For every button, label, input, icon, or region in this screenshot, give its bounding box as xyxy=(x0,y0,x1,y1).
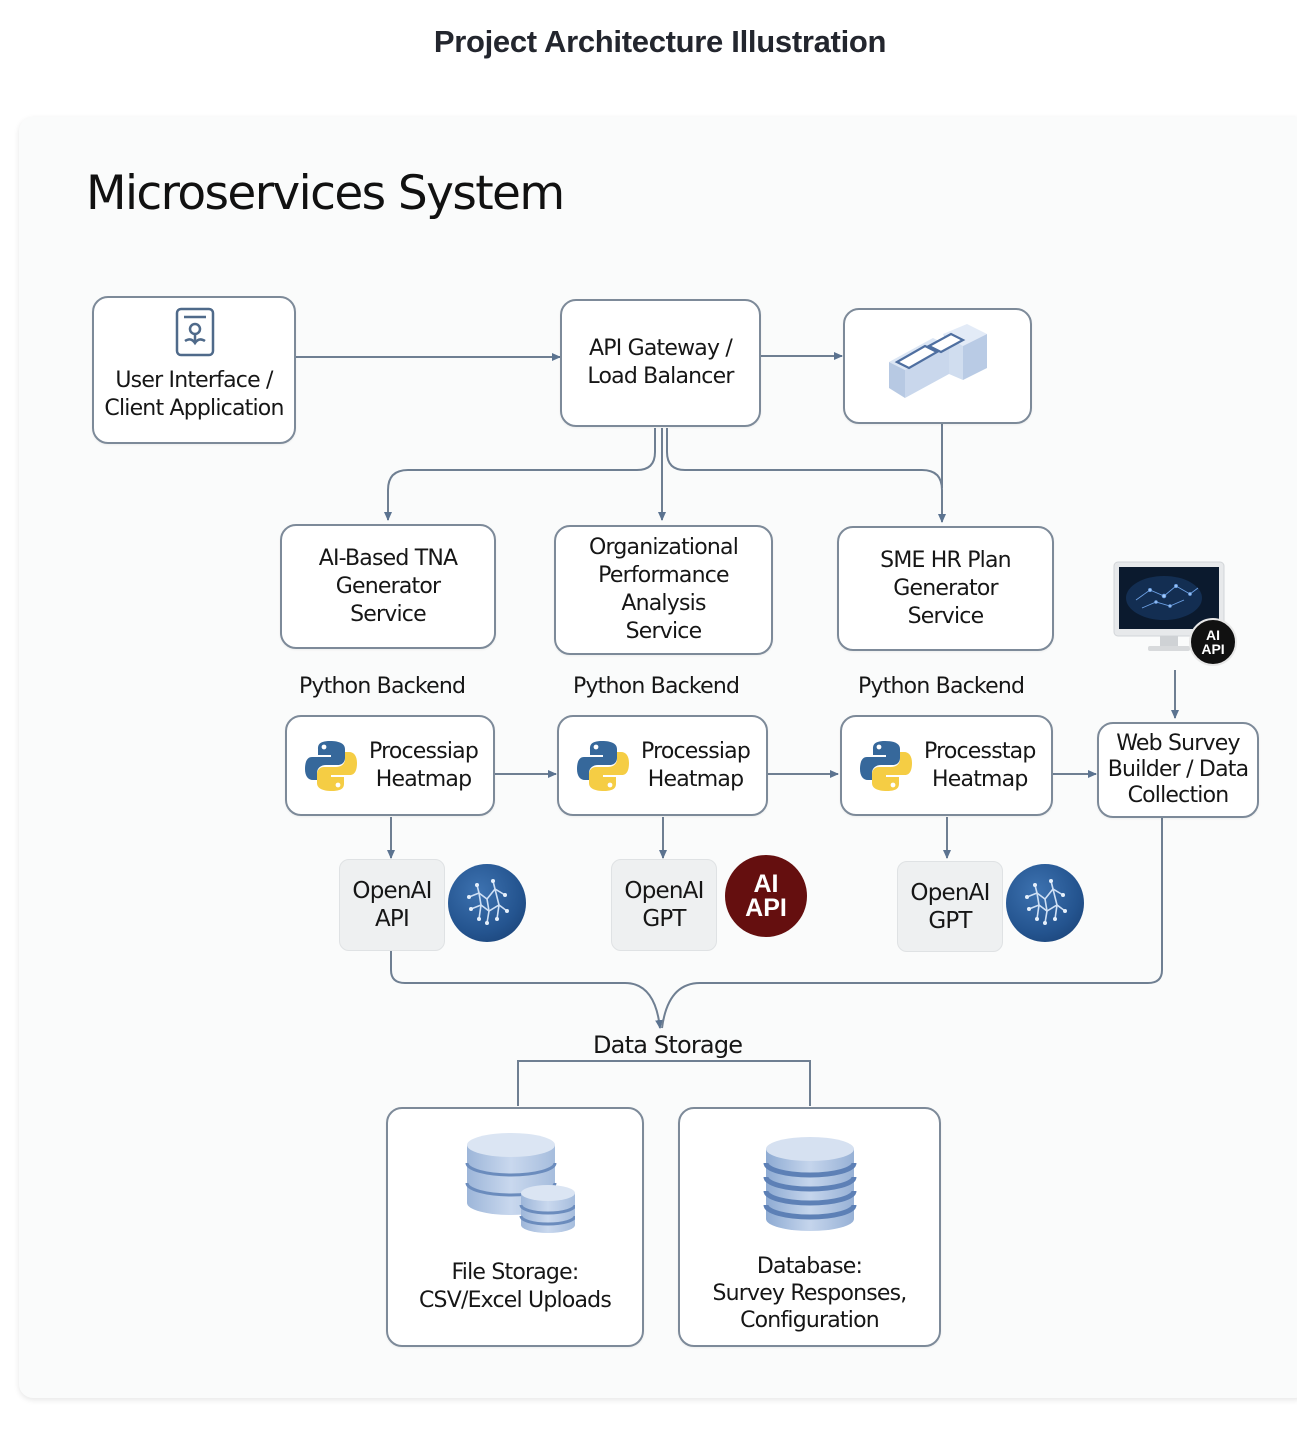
node-file-storage-label: File Storage: CSV/Excel Uploads xyxy=(418,1260,612,1313)
ai-monitor-icon xyxy=(1113,561,1225,651)
mobile-app-icon xyxy=(175,307,215,357)
node-database[interactable]: Database: Survey Responses, Configuratio… xyxy=(678,1107,941,1347)
database-icon xyxy=(763,1137,856,1231)
node-database-label: Database: Survey Responses, Configuratio… xyxy=(712,1254,907,1333)
backend-label-2: Python Backend xyxy=(573,674,740,699)
neural-network-icon xyxy=(448,864,526,942)
api-box-openai-gpt-2[interactable]: OpenAI GPT xyxy=(897,861,1003,952)
python-icon xyxy=(577,740,629,791)
ai-api-badge-maroon: AI API xyxy=(725,855,807,937)
container-blocks-icon xyxy=(888,324,987,398)
node-hr-plan-generator-service[interactable]: SME HR Plan Generator Service xyxy=(837,526,1054,651)
node-tna-generator-service[interactable]: AI-Based TNA Generator Service xyxy=(280,524,496,649)
node-processor-2[interactable]: Processiap Heatmap xyxy=(557,715,768,816)
diagram-title: Microservices System xyxy=(86,166,565,221)
node-api-gateway-label: API Gateway / Load Balancer xyxy=(587,336,734,389)
ai-monitor xyxy=(1112,560,1227,655)
node-tna-generator-service-label: AI-Based TNA Generator Service xyxy=(318,545,458,627)
node-processor-3[interactable]: Processtap Heatmap xyxy=(840,715,1053,816)
node-performance-analysis-service-label: Organizational Performance Analysis Serv… xyxy=(588,535,739,644)
node-processor-3-label: Processtap Heatmap xyxy=(924,738,1036,792)
python-icon xyxy=(860,740,912,791)
node-container-cluster[interactable] xyxy=(843,308,1032,424)
data-storage-title: Data Storage xyxy=(593,1031,743,1059)
node-file-storage[interactable]: File Storage: CSV/Excel Uploads xyxy=(386,1107,644,1347)
api-box-openai-api[interactable]: OpenAI API xyxy=(339,859,445,951)
python-icon xyxy=(305,740,357,791)
page-title: Project Architecture Illustration xyxy=(433,24,887,59)
file-storage-icon xyxy=(465,1133,575,1233)
backend-label-3: Python Backend xyxy=(858,674,1025,699)
api-box-openai-gpt-1[interactable]: OpenAI GPT xyxy=(611,859,717,951)
ai-api-badge: AI API xyxy=(1189,618,1237,666)
neural-network-icon xyxy=(1006,864,1084,942)
node-web-survey-builder[interactable]: Web Survey Builder / Data Collection xyxy=(1097,722,1259,818)
node-processor-2-label: Processiap Heatmap xyxy=(641,738,751,792)
node-web-survey-builder-label: Web Survey Builder / Data Collection xyxy=(1107,731,1249,808)
node-hr-plan-generator-service-label: SME HR Plan Generator Service xyxy=(880,547,1011,629)
node-processor-1-label: Processiap Heatmap xyxy=(369,738,479,792)
node-client-application-label: User Interface / Client Application xyxy=(104,368,284,421)
backend-label-1: Python Backend xyxy=(299,674,466,699)
node-api-gateway[interactable]: API Gateway / Load Balancer xyxy=(560,299,761,427)
node-processor-1[interactable]: Processiap Heatmap xyxy=(285,715,495,816)
node-performance-analysis-service[interactable]: Organizational Performance Analysis Serv… xyxy=(554,525,773,655)
